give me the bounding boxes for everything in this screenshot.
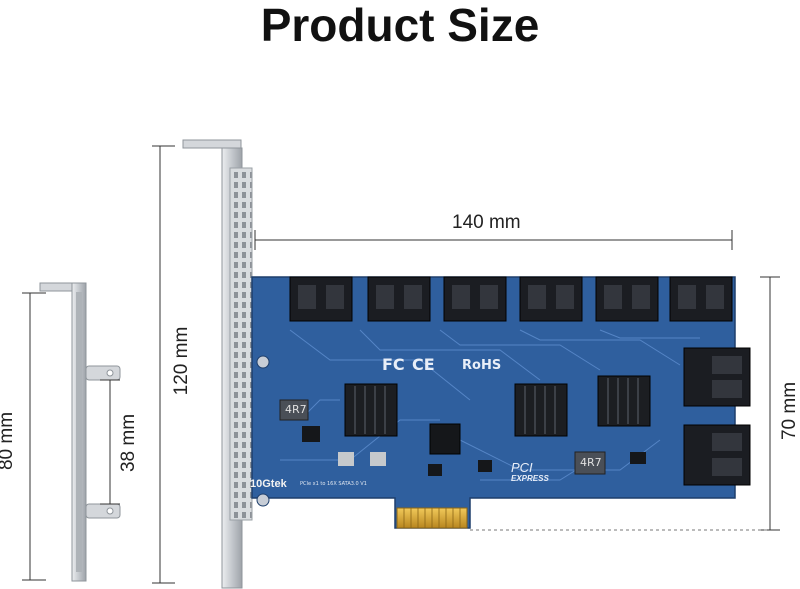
sata-ports-top bbox=[289, 276, 733, 322]
board-brand: 10Gtek bbox=[250, 478, 287, 490]
dimension-line-140mm bbox=[254, 230, 733, 250]
dimension-line-80mm bbox=[22, 292, 46, 581]
dimension-line-70mm bbox=[470, 276, 780, 531]
heatsink bbox=[344, 375, 651, 437]
pcie-logo-sub: EXPRESS bbox=[511, 474, 549, 483]
low-profile-bracket bbox=[39, 282, 121, 582]
board-cert-rohs: RoHS bbox=[462, 358, 502, 373]
dimension-height-label: 70 mm bbox=[779, 381, 800, 441]
board-inductor-label-2: 4R7 bbox=[580, 456, 602, 469]
dimension-low-profile-label: 80 mm bbox=[0, 411, 17, 471]
page-title: Product Size bbox=[260, 0, 540, 51]
dimension-screw-spacing-label: 38 mm bbox=[118, 413, 139, 473]
dimension-width-label: 140 mm bbox=[452, 212, 521, 233]
controller-chip bbox=[279, 399, 646, 476]
board-model-text: PCIe x1 to 16X SATA3.0 V1 bbox=[300, 481, 367, 487]
dimension-full-bracket-label: 120 mm bbox=[171, 326, 192, 396]
board-cert-fc: FC bbox=[382, 355, 405, 374]
board-inductor-label: 4R7 bbox=[285, 403, 307, 416]
dimension-line-120mm bbox=[152, 145, 175, 584]
dimension-line-38mm bbox=[100, 379, 120, 505]
sata-ports-side bbox=[683, 347, 751, 486]
pcie-logo: PCI bbox=[511, 460, 533, 475]
full-height-bracket bbox=[182, 139, 253, 589]
board-cert-ce: CE bbox=[412, 355, 435, 374]
